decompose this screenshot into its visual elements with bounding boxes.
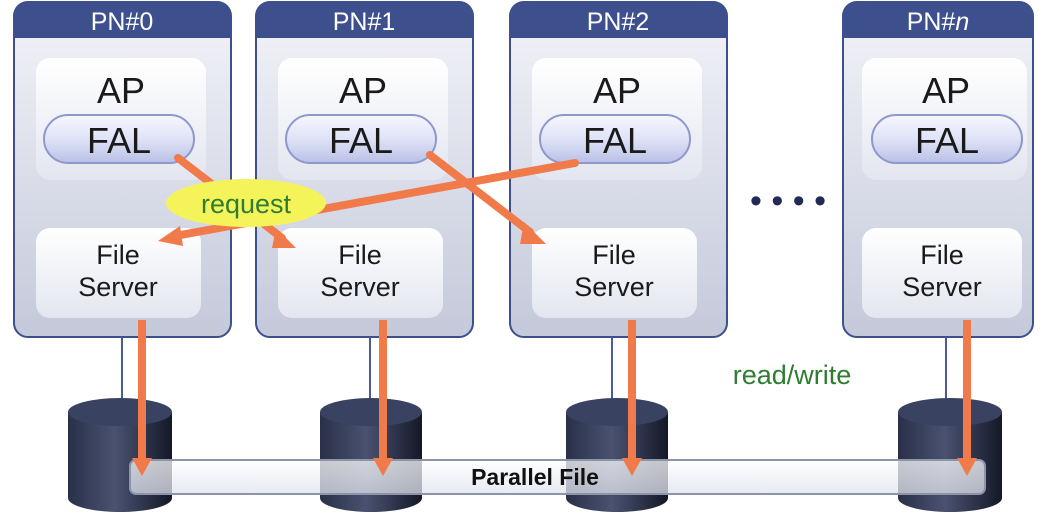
fal-label: FAL bbox=[915, 120, 979, 161]
file-server-label-line1: File bbox=[96, 240, 140, 270]
read-write-arrows bbox=[132, 320, 977, 476]
file-server-box bbox=[36, 228, 201, 318]
node-title-variable: n bbox=[955, 8, 969, 36]
ap-label: AP bbox=[922, 70, 970, 111]
node-header bbox=[256, 2, 473, 38]
node-title: PN#2 bbox=[587, 8, 650, 36]
request-arrow-head bbox=[158, 226, 183, 246]
node-title-prefix: PN# bbox=[907, 8, 956, 36]
ellipsis-dots: • • • • bbox=[750, 182, 826, 220]
node-pn0: PN#0 AP FAL File Server bbox=[13, 1, 232, 338]
node-title: PN#1 bbox=[333, 8, 396, 36]
parallel-file-bar bbox=[129, 459, 986, 495]
fal-pill bbox=[285, 114, 437, 164]
node-pn1: PN#1 AP FAL File Server bbox=[255, 1, 474, 338]
file-server-label-line2: Server bbox=[78, 272, 158, 302]
disk-top bbox=[566, 398, 668, 426]
file-server-label-line1: File bbox=[920, 240, 964, 270]
file-server-box bbox=[862, 228, 1022, 318]
read-write-label: read/write bbox=[733, 360, 852, 390]
rw-arrow-head bbox=[132, 458, 152, 476]
file-server-label-line2: Server bbox=[902, 272, 982, 302]
server-disk-links bbox=[121, 337, 947, 410]
file-server-label-line1: File bbox=[338, 240, 382, 270]
request-arrow-head bbox=[272, 228, 296, 248]
disk-top bbox=[898, 398, 1002, 426]
file-server-label-line2: Server bbox=[320, 272, 400, 302]
rw-arrow-head bbox=[622, 458, 642, 476]
request-bubble bbox=[166, 179, 326, 227]
disk-top bbox=[68, 398, 172, 426]
rw-arrow-head bbox=[373, 458, 393, 476]
request-arrow-heads bbox=[158, 222, 546, 248]
node-title: PN#n bbox=[907, 8, 970, 36]
ap-label: AP bbox=[339, 70, 387, 111]
ap-label: AP bbox=[97, 70, 145, 111]
request-label: request bbox=[201, 189, 292, 219]
disk-top bbox=[320, 398, 422, 426]
node-pn2: PN#2 AP FAL File Server bbox=[509, 1, 728, 338]
node-header bbox=[510, 2, 727, 38]
fal-pill bbox=[43, 114, 195, 164]
node-pnn: PN#n AP FAL File Server bbox=[842, 1, 1034, 338]
node-title: PN#0 bbox=[91, 8, 154, 36]
fal-label: FAL bbox=[87, 120, 151, 161]
request-arrow-head bbox=[520, 222, 546, 244]
ap-label: AP bbox=[593, 70, 641, 111]
request-arrow-shaft bbox=[426, 151, 534, 236]
node-header bbox=[843, 2, 1033, 38]
file-server-label-line1: File bbox=[592, 240, 636, 270]
parallel-file-label: Parallel File bbox=[471, 464, 599, 490]
rw-arrow-head bbox=[957, 458, 977, 476]
file-server-box bbox=[532, 228, 697, 318]
file-server-label-line2: Server bbox=[574, 272, 654, 302]
fal-pill bbox=[539, 114, 691, 164]
node-header bbox=[14, 2, 231, 38]
fal-label: FAL bbox=[583, 120, 647, 161]
fal-pill bbox=[871, 114, 1023, 164]
fal-label: FAL bbox=[329, 120, 393, 161]
file-server-box bbox=[278, 228, 443, 318]
